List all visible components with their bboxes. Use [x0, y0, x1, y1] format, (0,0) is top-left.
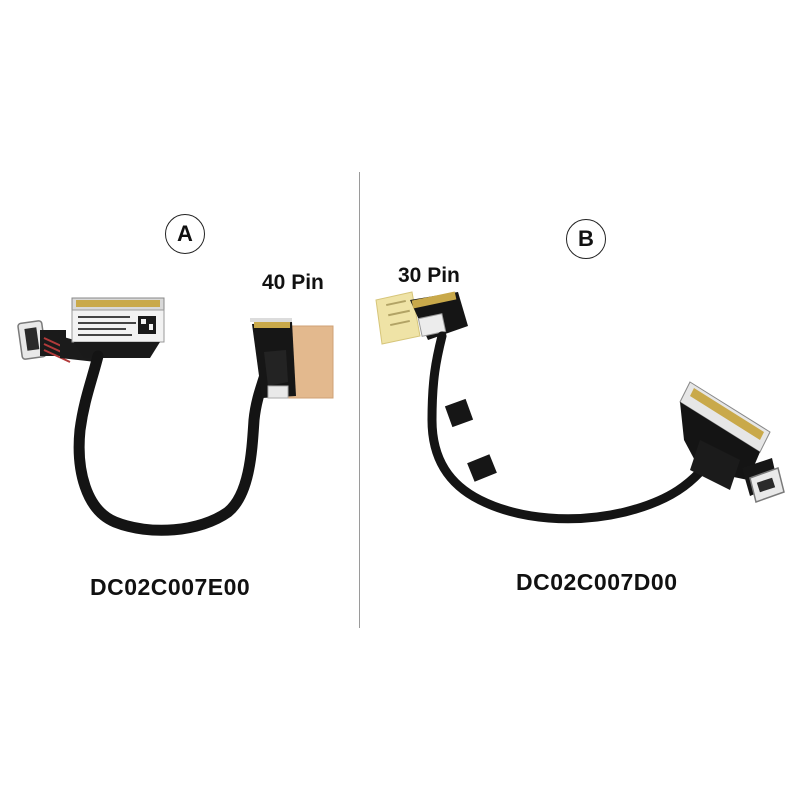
cable-b-30pin-connector: [375, 291, 468, 345]
panel-a-pin-label: 40 Pin: [262, 271, 324, 294]
cable-b-tape-flag-1: [444, 398, 474, 428]
cable-b-image: [375, 291, 785, 524]
cable-a-main-connector: [71, 297, 165, 358]
cable-a-image: [17, 297, 334, 536]
panel-divider: [359, 172, 360, 628]
panel-a-marker: A: [165, 214, 205, 254]
cable-b-wire: [427, 331, 723, 524]
panel-a-part-number: DC02C007E00: [90, 574, 251, 600]
cable-a-40pin-connector: [250, 318, 334, 399]
cable-a-wire: [73, 350, 272, 536]
panel-b-pin-label: 30 Pin: [398, 264, 460, 287]
panel-b-part-number: DC02C007D00: [516, 569, 678, 595]
cable-b-main-connector: [679, 381, 771, 490]
cable-b-tape-flag-2: [467, 454, 497, 482]
cable-a-small-connector: [17, 320, 96, 363]
cable-b-small-connector: [742, 458, 785, 503]
panel-b-marker: B: [566, 219, 606, 259]
